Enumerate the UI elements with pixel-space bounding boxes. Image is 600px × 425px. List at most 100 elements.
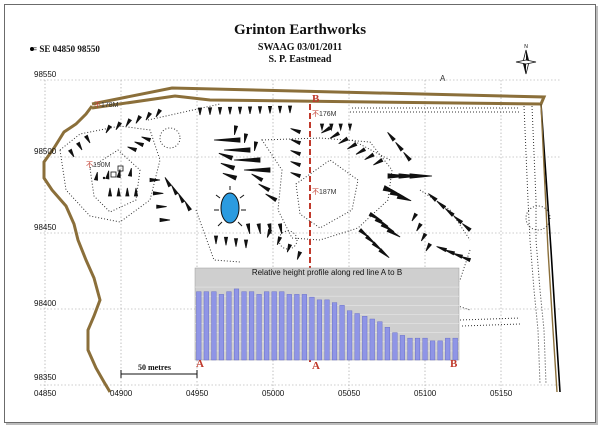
slope-hachure	[217, 107, 223, 115]
slope-hachure	[156, 204, 167, 209]
slope-hachure	[460, 256, 472, 263]
slope-hachure	[425, 242, 433, 252]
feature-height-label: 不176M	[312, 111, 337, 118]
slope-hachure	[184, 201, 192, 212]
pond	[220, 192, 240, 224]
slope-hachure	[355, 147, 367, 155]
slope-hachure	[436, 200, 447, 210]
profile-label-right: B	[450, 358, 458, 370]
slope-hachure	[365, 234, 377, 245]
slope-hachure	[296, 250, 303, 260]
slope-hachure	[445, 208, 455, 217]
y-tick-label: 98450	[34, 223, 57, 232]
profile-label-left: A	[196, 358, 204, 370]
slope-hachure	[234, 125, 239, 136]
slope-hachure	[386, 228, 401, 238]
slope-hachure	[125, 187, 130, 197]
slope-hachure	[265, 193, 278, 202]
slope-hachure	[171, 185, 179, 196]
slope-hachure	[396, 193, 412, 202]
slope-hachure	[290, 150, 302, 157]
profile-bar	[249, 291, 255, 361]
slope-hachure	[115, 121, 123, 130]
profile-bar	[286, 294, 292, 361]
profile-bar	[362, 316, 368, 361]
slope-hachure	[133, 187, 139, 197]
profile-bar	[445, 337, 451, 361]
slope-hachure	[83, 134, 91, 144]
slope-hachure	[373, 158, 384, 166]
slope-hachure	[116, 169, 121, 179]
profile-bar	[430, 340, 436, 361]
feature-height-label: 不178M	[94, 102, 119, 109]
profile-bar	[332, 302, 338, 361]
slope-hachure	[277, 223, 283, 234]
profile-bar	[309, 296, 315, 361]
slope-hachure	[347, 123, 353, 132]
slope-hachure	[135, 115, 143, 124]
slope-hachure	[395, 142, 404, 152]
slope-hachure	[257, 106, 263, 114]
slope-hachure	[233, 157, 261, 163]
reference-label: = SE 04850 98550	[32, 44, 100, 54]
slope-hachure	[380, 222, 395, 233]
slope-hachure	[223, 236, 229, 246]
slope-hachure	[276, 236, 283, 246]
x-tick-label: 05050	[338, 389, 361, 398]
slope-hachure	[75, 141, 83, 151]
slope-hachure	[358, 228, 370, 239]
profile-title: Relative height profile along red line A…	[251, 268, 403, 277]
profile-bar	[233, 288, 240, 361]
slope-hachure	[338, 123, 343, 132]
slope-hachure	[197, 107, 203, 116]
slope-hachure	[290, 139, 302, 146]
x-tick-label: 04850	[34, 389, 57, 398]
slope-hachure	[256, 223, 261, 234]
slope-hachure	[290, 128, 302, 135]
profile-bars	[196, 288, 458, 361]
slope-hachure	[436, 246, 448, 253]
profile-bar	[218, 294, 224, 361]
slope-hachure	[267, 106, 273, 114]
slope-hachure	[159, 217, 171, 223]
profile-bar	[384, 327, 390, 361]
boundary-west	[42, 105, 112, 393]
slope-hachure	[116, 187, 121, 197]
profile-bar	[324, 299, 330, 361]
slope-hachure	[290, 161, 302, 168]
profile-bar	[294, 294, 300, 361]
profile-bar	[196, 291, 202, 361]
slope-hachure	[227, 106, 233, 115]
slope-hachure	[277, 105, 283, 114]
profile-bar	[422, 337, 428, 361]
profile-bar	[279, 291, 285, 361]
map-title: Grinton Earthworks	[233, 22, 367, 38]
slope-hachure	[93, 171, 98, 181]
x-tick-label: 05000	[262, 389, 285, 398]
slope-hachure	[213, 235, 219, 245]
profile-bar	[437, 340, 443, 361]
slope-hachure	[462, 223, 472, 232]
slope-hachure	[329, 123, 334, 132]
map-author: S. P. Eastmead	[268, 54, 332, 65]
slope-hachure	[329, 131, 341, 139]
slope-hachure	[243, 239, 249, 249]
slope-hachure	[453, 215, 464, 225]
map-subtitle: SWAAG 03/01/2011	[257, 42, 343, 53]
slope-hachure	[428, 193, 438, 202]
slope-hachure	[125, 118, 133, 127]
slope-hachure	[67, 148, 75, 158]
slope-hachure	[145, 111, 153, 121]
y-tick-label: 98500	[34, 147, 57, 156]
slope-hachure	[155, 108, 163, 118]
slope-hachure	[127, 167, 132, 177]
slope-hachure	[237, 106, 243, 115]
profile-bar	[203, 291, 209, 361]
boundary-east	[540, 103, 561, 393]
corner-label: A	[440, 74, 446, 83]
feature-height-label: 不190M	[86, 162, 111, 169]
slope-hachure	[207, 107, 213, 115]
profile-bar	[354, 313, 360, 361]
slope-hachure	[290, 172, 302, 179]
